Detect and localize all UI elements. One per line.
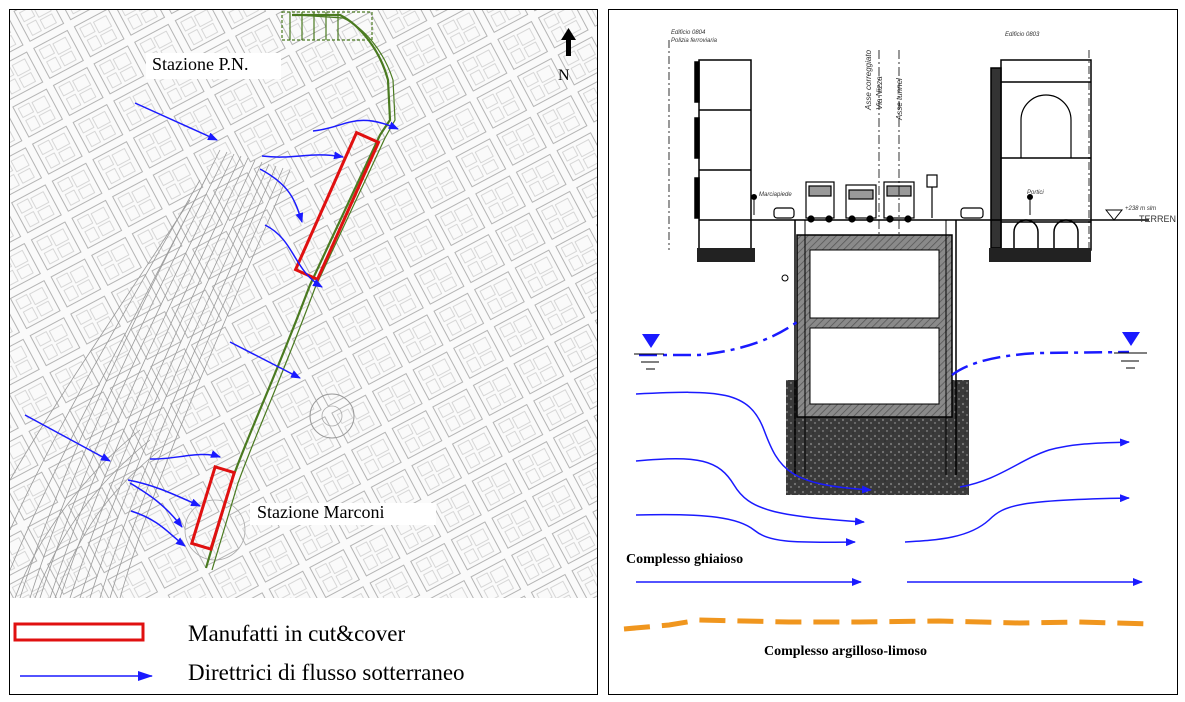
clay-label: Complesso argilloso-limoso: [764, 644, 927, 659]
elevation-label: +238 m slm: [1125, 206, 1157, 212]
flow-arrows-section: [635, 391, 1143, 586]
station-pn-label: Stazione P.N.: [152, 54, 249, 74]
cut-cover-box-south: [189, 464, 237, 552]
terrain-label: TERREN: [1139, 214, 1177, 224]
gravel-label: Complesso ghiaioso: [626, 552, 744, 567]
station-pn-structure: [281, 11, 373, 41]
asse-tunnel-label: Asse tunnel: [895, 78, 904, 120]
via-nizza-label: Via Nizza: [875, 76, 884, 110]
legend-red-swatch: [13, 622, 145, 642]
legend-cut-cover-text: Manufatti in cut&cover: [188, 621, 406, 646]
water-table-icon-right: [1122, 332, 1140, 346]
marciapiede-label: Marciapiede: [759, 192, 792, 198]
tunnel-line: [204, 13, 396, 571]
street-map: [10, 10, 597, 694]
portici-label: Portici: [1027, 190, 1044, 196]
edificio-right-label: Edificio 0803: [1005, 32, 1040, 38]
edificio-left-label: Edificio 0804: [671, 30, 706, 36]
cross-section-panel: Edificio 0804 Polizia ferroviaria Edific…: [608, 9, 1178, 695]
vehicles: [773, 174, 984, 223]
north-label: N: [558, 67, 570, 84]
polizia-label: Polizia ferroviaria: [671, 38, 718, 44]
map-panel: N Stazione P.N. Stazione Marconi Manufat…: [9, 9, 598, 695]
water-table-icon-left: [642, 334, 660, 348]
pedestrians: [751, 194, 1033, 215]
tunnel-box: [781, 220, 957, 475]
asse-corregg-label: Asse correggiato: [864, 49, 873, 110]
cross-section-drawing: [619, 40, 1155, 632]
railway-tracks: [10, 149, 291, 599]
legend-flow-text: Direttrici di flusso sotterraneo: [188, 660, 465, 685]
station-marconi-label: Stazione Marconi: [257, 502, 385, 521]
north-arrow-icon: [561, 28, 576, 56]
flow-arrows: [24, 102, 399, 547]
groundwater-level: [639, 320, 1130, 376]
building-left: [668, 40, 752, 251]
clay-boundary-line: [623, 617, 1155, 632]
